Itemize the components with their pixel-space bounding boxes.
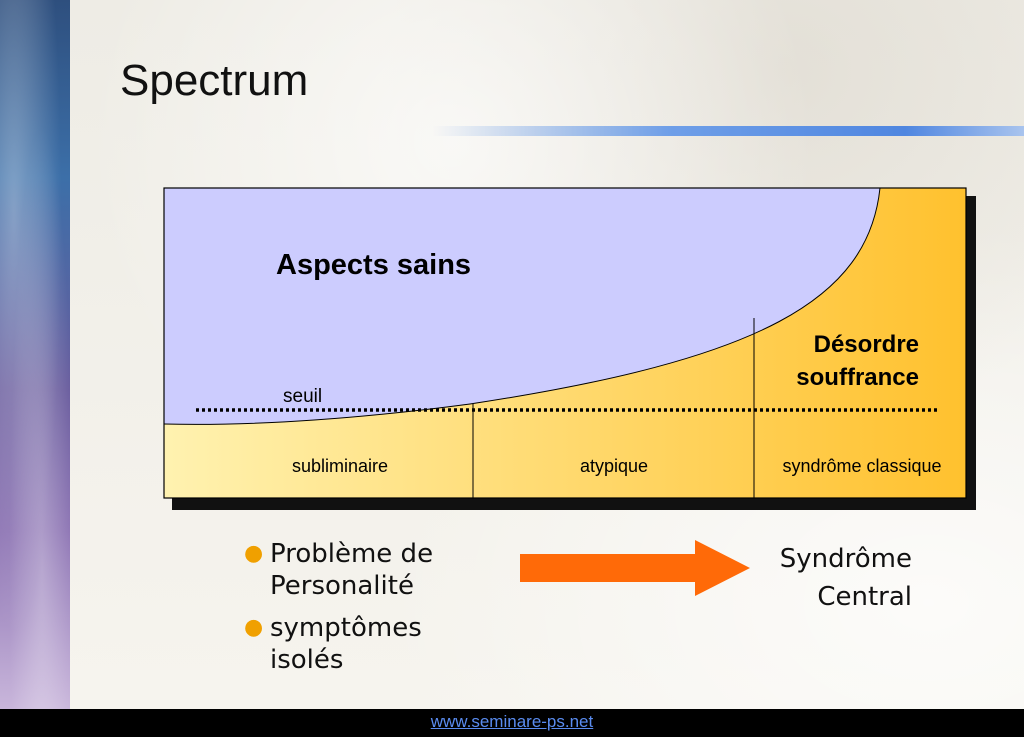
bullet-dot-icon: ● <box>244 615 264 640</box>
category-atypique: atypique <box>580 456 648 476</box>
bullet-dot-icon: ● <box>244 541 264 566</box>
diagram-border <box>163 187 967 499</box>
bullet-text: symptômes isolés <box>270 613 422 675</box>
result-label: Syndrôme Central <box>740 540 912 616</box>
footer-link[interactable]: www.seminare-ps.net <box>430 712 594 731</box>
threshold-label: seuil <box>283 386 322 407</box>
bullet-list: ● Problème de Personalité ● symptômes is… <box>242 538 500 676</box>
slide: Spectrum Aspects sains Désordre souffran… <box>0 0 1024 709</box>
bullet-item: ● Problème de Personalité <box>242 538 500 602</box>
healthy-label: Aspects sains <box>276 249 471 281</box>
healthy-region <box>164 188 880 425</box>
result-line1: Syndrôme <box>779 544 912 574</box>
decorative-side-band <box>0 0 70 709</box>
page-title: Spectrum <box>120 56 309 105</box>
category-syndrome-classique: syndrôme classique <box>782 456 941 476</box>
right-arrow-icon <box>520 540 752 604</box>
bullet-text: Problème de Personalité <box>270 539 434 601</box>
disorder-label-line2: souffrance <box>796 364 919 391</box>
bullet-item: ● symptômes isolés <box>242 612 500 676</box>
spectrum-diagram: Aspects sains Désordre souffrance seuil … <box>163 187 976 510</box>
footer-bar: www.seminare-ps.net <box>0 709 1024 737</box>
healthy-boundary-curve <box>163 187 881 425</box>
result-line2: Central <box>817 582 912 612</box>
category-subliminaire: subliminaire <box>292 456 388 476</box>
arrow-shape <box>520 540 750 596</box>
disorder-label-line1: Désordre <box>814 331 919 358</box>
title-underline-bar <box>432 126 1024 136</box>
